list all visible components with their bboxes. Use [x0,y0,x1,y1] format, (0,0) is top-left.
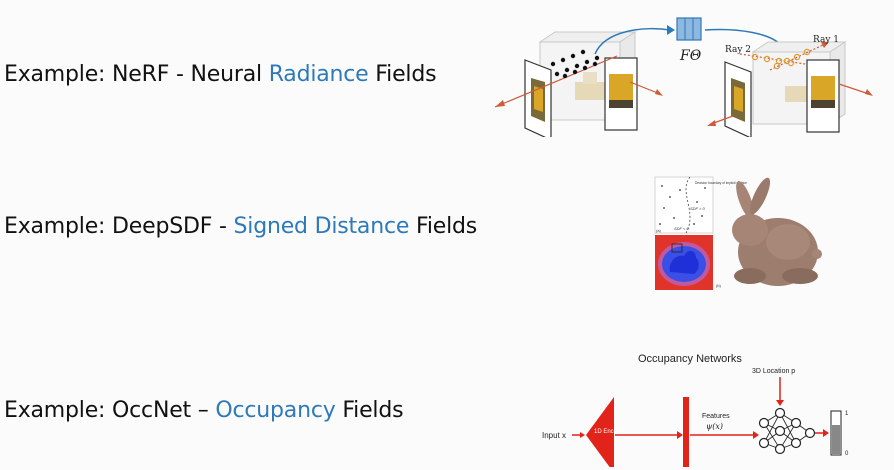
sdf-panel-a: Decision boundary of implicit surface SD… [654,176,747,234]
title-occnet-suffix: Fields [335,398,404,423]
nerf-ray-left-down-arrowhead [655,89,663,96]
nerf-ray-2-out-head [707,120,716,126]
nerf-image-plane-right-b [806,59,840,133]
nerf-ray-1-out-head [865,89,873,96]
title-deepsdf-prefix: Example: DeepSDF - [4,214,234,239]
occnet-location-label: 3D Location p [752,368,795,375]
nerf-bulldozer-left [575,72,610,100]
title-nerf-highlight: Radiance [268,62,369,87]
occnet-location-arrowhead [776,400,784,406]
nerf-ray-samples [751,48,811,70]
title-nerf-suffix: Fields [368,62,437,87]
occnet-output-fill [832,425,840,454]
title-occnet-prefix: Example: OccNet – [4,398,216,423]
nerf-ray2-label: Ray 2 [725,45,751,55]
bunny-model [732,177,822,286]
sdf-positive-label: SDF > 0 [690,206,705,211]
nerf-figure: FΘ Ray 1 Ray 2 [494,17,873,137]
nerf-ray1-label: Ray 1 [813,35,839,45]
sdf-caption-b: (b) [716,283,722,288]
sdf-negative-label: SDF < 0 [674,226,689,231]
nerf-ray-1-out [838,83,870,95]
occnet-feature-bar [683,397,689,467]
title-deepsdf-suffix: Fields [409,214,478,239]
sdf-note: Decision boundary of implicit surface [695,181,747,185]
title-occnet-highlight: Occupancy [215,398,336,423]
nerf-arrow-to-network-head [667,25,675,35]
occnet-figure: Occupancy Networks Input x 1D Encoder Fe… [542,353,849,467]
title-deepsdf-highlight: Signed Distance [233,214,410,239]
occnet-encoder [586,397,614,467]
nerf-ray-left-arrowhead [495,100,505,107]
title-nerf: Example: NeRF - Neural Radiance Fields [4,62,437,87]
occnet-input-arrowhead [580,432,585,438]
nerf-image-plane-left [524,59,552,137]
nerf-network-block [676,17,702,41]
nerf-ray-2 [739,53,806,65]
occnet-scale-bottom: 0 [845,451,849,457]
deepsdf-figure: Decision boundary of implicit surface SD… [654,176,822,290]
nerf-network-label: FΘ [679,48,702,64]
occnet-input-label: Input x [542,431,566,440]
nerf-ray-left-down [629,81,661,95]
nerf-image-plane-right-a [724,61,752,137]
nerf-sample-points [550,49,600,79]
occnet-features-label: Features [702,413,730,420]
occnet-encoder-arrowhead [677,431,683,439]
occnet-features-symbol: ψ(x) [706,422,723,431]
sdf-caption-a: (a) [656,228,662,233]
occnet-output-arrowhead [823,429,829,437]
title-deepsdf: Example: DeepSDF - Signed Distance Field… [4,214,477,239]
nerf-arrow-to-network [594,27,671,55]
title-nerf-prefix: Example: NeRF - Neural [4,62,269,87]
occnet-features-arrowhead [753,431,759,439]
nerf-image-plane-center [604,57,638,131]
sdf-heatmap [655,235,713,290]
occnet-decoder-network [758,407,816,455]
nerf-ray-1-head [821,42,829,48]
occnet-encoder-label: 1D Encoder [594,429,626,435]
occnet-title: Occupancy Networks [638,353,742,365]
occnet-scale-top: 1 [845,411,849,417]
title-occnet: Example: OccNet – Occupancy Fields [4,398,404,423]
